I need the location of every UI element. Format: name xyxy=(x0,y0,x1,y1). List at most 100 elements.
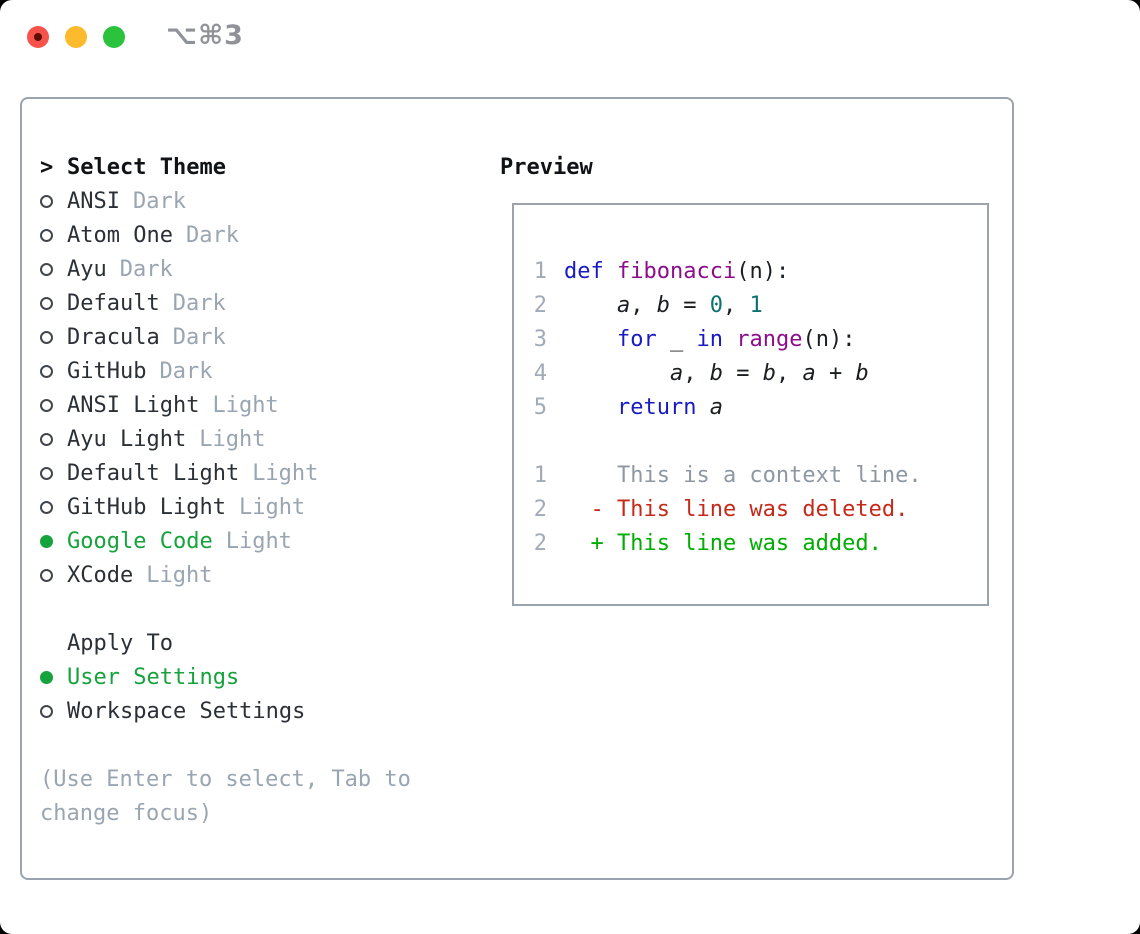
code-token: , xyxy=(775,360,803,386)
close-button[interactable] xyxy=(27,26,49,48)
code-line: 4 a, b = b, a + b xyxy=(527,356,987,390)
code-token: a xyxy=(669,360,684,386)
line-number: 2 xyxy=(533,496,547,522)
theme-variant: Dark xyxy=(159,358,213,384)
code-token: (n): xyxy=(802,326,856,352)
code-token: , xyxy=(630,292,657,318)
select-theme-header: > Select Theme xyxy=(40,150,480,184)
theme-variant: Dark xyxy=(185,222,239,248)
theme-name: ANSI Light xyxy=(67,392,200,418)
theme-name: GitHub Light xyxy=(67,494,226,520)
theme-option-ansi-light[interactable]: ANSI Light Light xyxy=(40,388,480,422)
theme-option-default-light[interactable]: Default Light Light xyxy=(40,456,480,490)
theme-option-ansi[interactable]: ANSI Dark xyxy=(40,184,480,218)
code-content: def fibonacci(n): xyxy=(564,259,789,284)
apply-to-header: Apply To xyxy=(40,626,480,660)
apply-option-label: User Settings xyxy=(67,664,240,690)
code-content: a, b = 0, 1 xyxy=(564,293,763,318)
window-title: ⌥⌘3 xyxy=(166,20,244,51)
theme-name: Dracula xyxy=(67,324,160,350)
code-token: 0 xyxy=(709,292,723,318)
radio-marker xyxy=(40,534,67,548)
theme-name: Default xyxy=(67,290,160,316)
diff-line-deleted: 2 - This line was deleted. xyxy=(527,492,987,526)
diff-content: This is a context line. xyxy=(564,462,922,488)
code-token: b xyxy=(762,360,776,386)
blank-line xyxy=(527,424,987,458)
close-dot-icon xyxy=(34,33,42,41)
code-token: b xyxy=(855,360,869,386)
titlebar: ⌥⌘3 xyxy=(0,0,1140,74)
theme-name: Ayu xyxy=(67,256,107,282)
help-text-line-2: change focus) xyxy=(40,800,213,826)
line-number: 4 xyxy=(533,360,547,386)
theme-name: ANSI xyxy=(67,188,120,214)
theme-variant: Light xyxy=(225,528,292,554)
code-token: range xyxy=(736,326,803,352)
preview-title: Preview xyxy=(500,154,593,180)
radio-unselected-icon xyxy=(40,194,53,208)
help-text-line-1: (Use Enter to select, Tab to xyxy=(40,766,411,792)
radio-unselected-icon xyxy=(40,296,53,310)
code-token: a xyxy=(802,360,816,386)
apply-option-user-settings[interactable]: User Settings xyxy=(40,660,480,694)
line-number: 3 xyxy=(533,326,547,352)
code-token: def xyxy=(564,258,604,284)
code-token xyxy=(564,395,617,420)
theme-variant: Light xyxy=(146,562,213,588)
code-content: a, b = b, a + b xyxy=(564,361,869,386)
radio-marker xyxy=(40,262,67,276)
code-token: a xyxy=(616,292,631,318)
theme-variant: Light xyxy=(212,392,279,418)
apply-option-label: Workspace Settings xyxy=(67,698,306,724)
selection-caret: > xyxy=(40,154,54,180)
theme-variant: Light xyxy=(199,426,266,452)
code-token xyxy=(564,293,617,318)
spacer xyxy=(40,728,480,762)
zoom-button[interactable] xyxy=(103,26,125,48)
radio-marker xyxy=(40,194,67,208)
radio-unselected-icon xyxy=(40,432,53,446)
code-token xyxy=(723,327,736,352)
radio-unselected-icon xyxy=(40,704,53,718)
radio-marker xyxy=(40,670,67,684)
minimize-button[interactable] xyxy=(65,26,87,48)
theme-variant: Light xyxy=(252,460,319,486)
code-token: = xyxy=(722,360,763,386)
code-token: in xyxy=(696,326,723,352)
line-number: 2 xyxy=(533,530,547,556)
line-number: 1 xyxy=(533,462,547,488)
radio-unselected-icon xyxy=(40,364,53,378)
apply-option-workspace-settings[interactable]: Workspace Settings xyxy=(40,694,480,728)
code-token: _ xyxy=(656,326,697,352)
code-token xyxy=(564,327,617,352)
radio-marker xyxy=(40,330,67,344)
code-token: , xyxy=(722,292,750,318)
theme-name: Default Light xyxy=(67,460,240,486)
code-token: , xyxy=(683,360,710,386)
line-number: 5 xyxy=(533,394,547,420)
apply-to-title: Apply To xyxy=(67,630,173,656)
code-token: a xyxy=(709,394,723,420)
diff-content: - This line was deleted. xyxy=(564,496,909,522)
theme-variant: Dark xyxy=(132,188,186,214)
radio-unselected-icon xyxy=(40,500,53,514)
code-token: = xyxy=(669,292,710,318)
code-content: return a xyxy=(564,395,723,420)
radio-unselected-icon xyxy=(40,568,53,582)
